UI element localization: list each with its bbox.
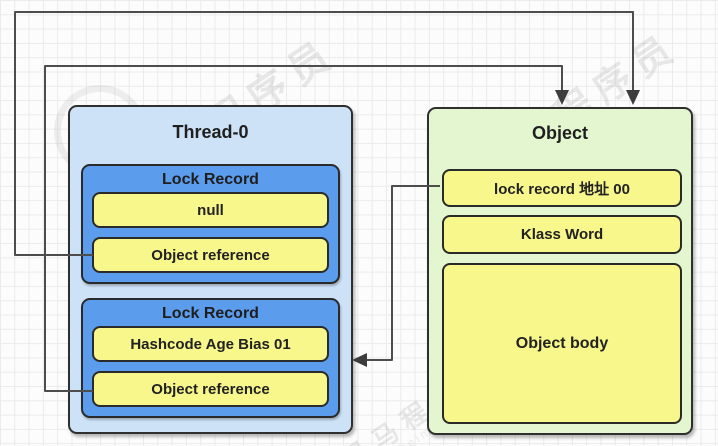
object-box: Object lock record 地址 00 Klass Word Obje… [427, 107, 693, 435]
lock-record-2-object-reference-cell: Object reference [92, 371, 329, 407]
object-klassword-cell: Klass Word [442, 215, 682, 254]
lock-record-2-title: Lock Record [162, 305, 259, 322]
object-box-title: Object [531, 123, 588, 143]
arrowhead-left-lockaddr [352, 353, 367, 367]
arrowhead-down-objref2 [555, 90, 569, 105]
lock-record-1-value-cell: null [92, 192, 329, 228]
arrowhead-down-objref1 [626, 90, 640, 105]
thread-0-box: Thread-0 Lock Record null Object referen… [68, 105, 353, 434]
object-markword-cell: lock record 地址 00 [442, 169, 682, 207]
lock-record-1-title: Lock Record [162, 171, 259, 188]
lock-record-1: Lock Record null Object reference [81, 164, 340, 284]
lock-record-1-object-reference-cell: Object reference [92, 237, 329, 273]
lock-record-2-markword-cell: Hashcode Age Bias 01 [92, 326, 329, 362]
object-body-cell: Object body [442, 263, 682, 424]
lock-record-2: Lock Record Hashcode Age Bias 01 Object … [81, 298, 340, 418]
thread-box-title: Thread-0 [172, 122, 249, 142]
